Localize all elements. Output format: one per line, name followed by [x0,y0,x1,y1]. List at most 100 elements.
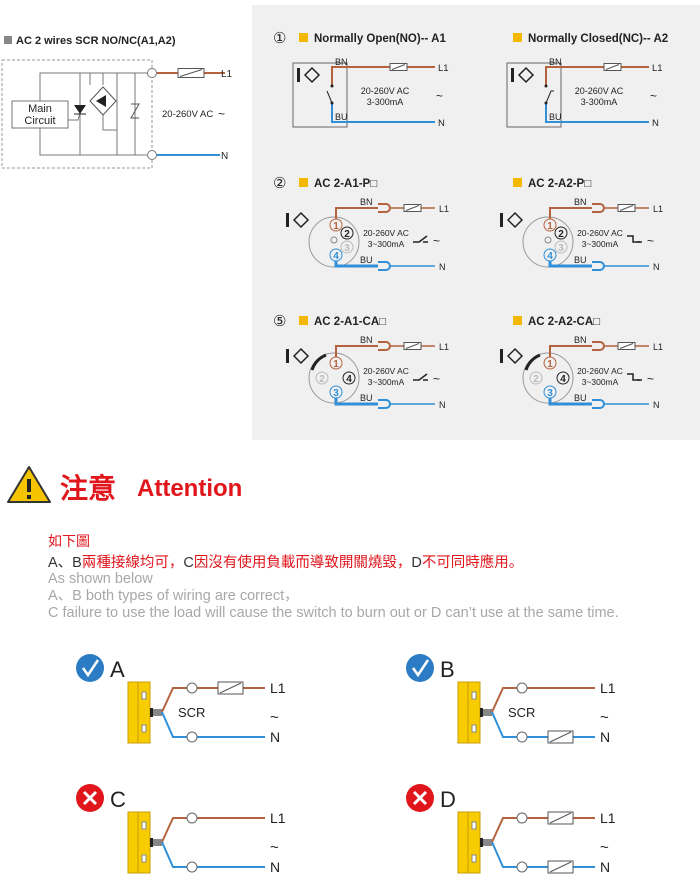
panel-bullet-icon [299,33,308,42]
pin-circle [554,226,568,240]
pin-number: 4 [333,251,339,262]
panel-number: ① [273,30,286,47]
diode-icon [96,95,106,107]
wiring-panel-background [252,5,700,440]
note-segment: D [411,555,421,571]
pin-number: 1 [547,221,553,232]
note-segment: 因沒有使用負載而導致開關燒毀， [194,554,412,571]
note-en-line: A、B both types of wiring are correct， [48,588,299,604]
l1-label: L1 [270,810,286,826]
sensor-body [457,681,481,744]
bn-label: BN [574,197,587,207]
bn-label: BN [549,57,562,67]
panel-number: ② [273,175,286,192]
note-en-line: C failure to use the load will cause the… [48,605,619,621]
mount-hole [471,854,477,863]
terminal [186,731,198,743]
pin-circle [529,371,543,385]
connector-face [522,352,574,404]
brown-wire [161,817,187,843]
attention-en: Attention [137,475,242,502]
blue-wire [491,841,517,868]
n-label: N [600,729,610,745]
sensor-face-icon [511,68,514,82]
mount-hole [471,724,477,733]
cable-stub [153,839,162,846]
varistor-icon [130,103,140,119]
ac-tilde: ~ [600,839,609,856]
brown-wire [491,687,517,713]
brown-wire [491,817,517,843]
circuit-wire [102,115,118,155]
attention-zh: 注意 [60,472,116,504]
current-label: 3-300mA [367,97,404,107]
voltage-label: 20-260V AC [363,366,409,376]
cable-stub [153,709,162,716]
pin-number: 2 [319,374,325,385]
load-resistor-slash [405,343,420,349]
current-label: 3~300mA [582,377,619,387]
l1-label: L1 [652,63,663,74]
l1-label: L1 [221,69,233,80]
ac-tilde: ~ [270,839,279,856]
example-letter: C [110,787,126,812]
ac-tilde: ~ [270,709,279,726]
sensor-body [127,681,151,744]
ac-tilde: ~ [647,234,654,248]
bu-label: BU [360,393,373,403]
voltage-label: 20-260V AC [361,86,410,96]
voltage-label: 20-260V AC [577,366,623,376]
bu-label: BU [335,112,348,122]
bu-wire [545,104,649,123]
note-segment: A、B [48,555,82,571]
bn-wire [549,207,592,219]
bn-wire [335,345,378,357]
cable-stub [483,839,492,846]
pin-circle [315,371,329,385]
mount-hole [141,821,147,830]
l1-label: L1 [653,342,663,352]
terminal [516,682,528,694]
pin-number: 4 [547,251,553,262]
l1-label: L1 [438,63,449,74]
pin-number: 1 [333,359,339,370]
sensor-body [127,811,151,874]
nc-switch-icon [627,373,640,381]
check-mark [81,659,100,678]
note-segment: C [183,555,193,571]
bn-wire [549,345,592,357]
bn-label: BN [574,335,587,345]
load-resistor-slash [549,812,572,824]
bu-wire [548,398,592,406]
pin-circle [554,240,568,254]
sensor-face-icon [500,213,503,227]
center-pin [330,236,338,244]
current-label: 3~300mA [368,377,405,387]
connector-face [308,352,360,404]
scr-label: SCR [508,705,535,720]
bu-wire [548,261,592,268]
no-switch-icon [413,373,428,381]
blue-wire [161,711,187,738]
check-icon [406,654,434,682]
panel-bullet-icon [299,178,308,187]
bu-label: BU [360,255,373,265]
sensor-face-icon [286,213,289,227]
pin-number: 1 [333,221,339,232]
warning-exclamation-dot [27,495,31,499]
connector-key-arc [524,353,541,371]
load-resistor-slash [219,682,242,694]
pin-circle [340,240,354,254]
ac-tilde: ~ [433,234,440,248]
blue-wire [491,711,517,738]
load-resistor-slash [549,861,572,873]
panel-bullet-icon [513,316,522,325]
bu-label: BU [549,112,562,122]
pin-circle [342,371,356,385]
current-label: 3-300mA [581,97,618,107]
terminal-l1 [147,68,157,78]
bn-label: BN [335,57,348,67]
bn-wire [335,207,378,219]
bu-label: BU [574,393,587,403]
